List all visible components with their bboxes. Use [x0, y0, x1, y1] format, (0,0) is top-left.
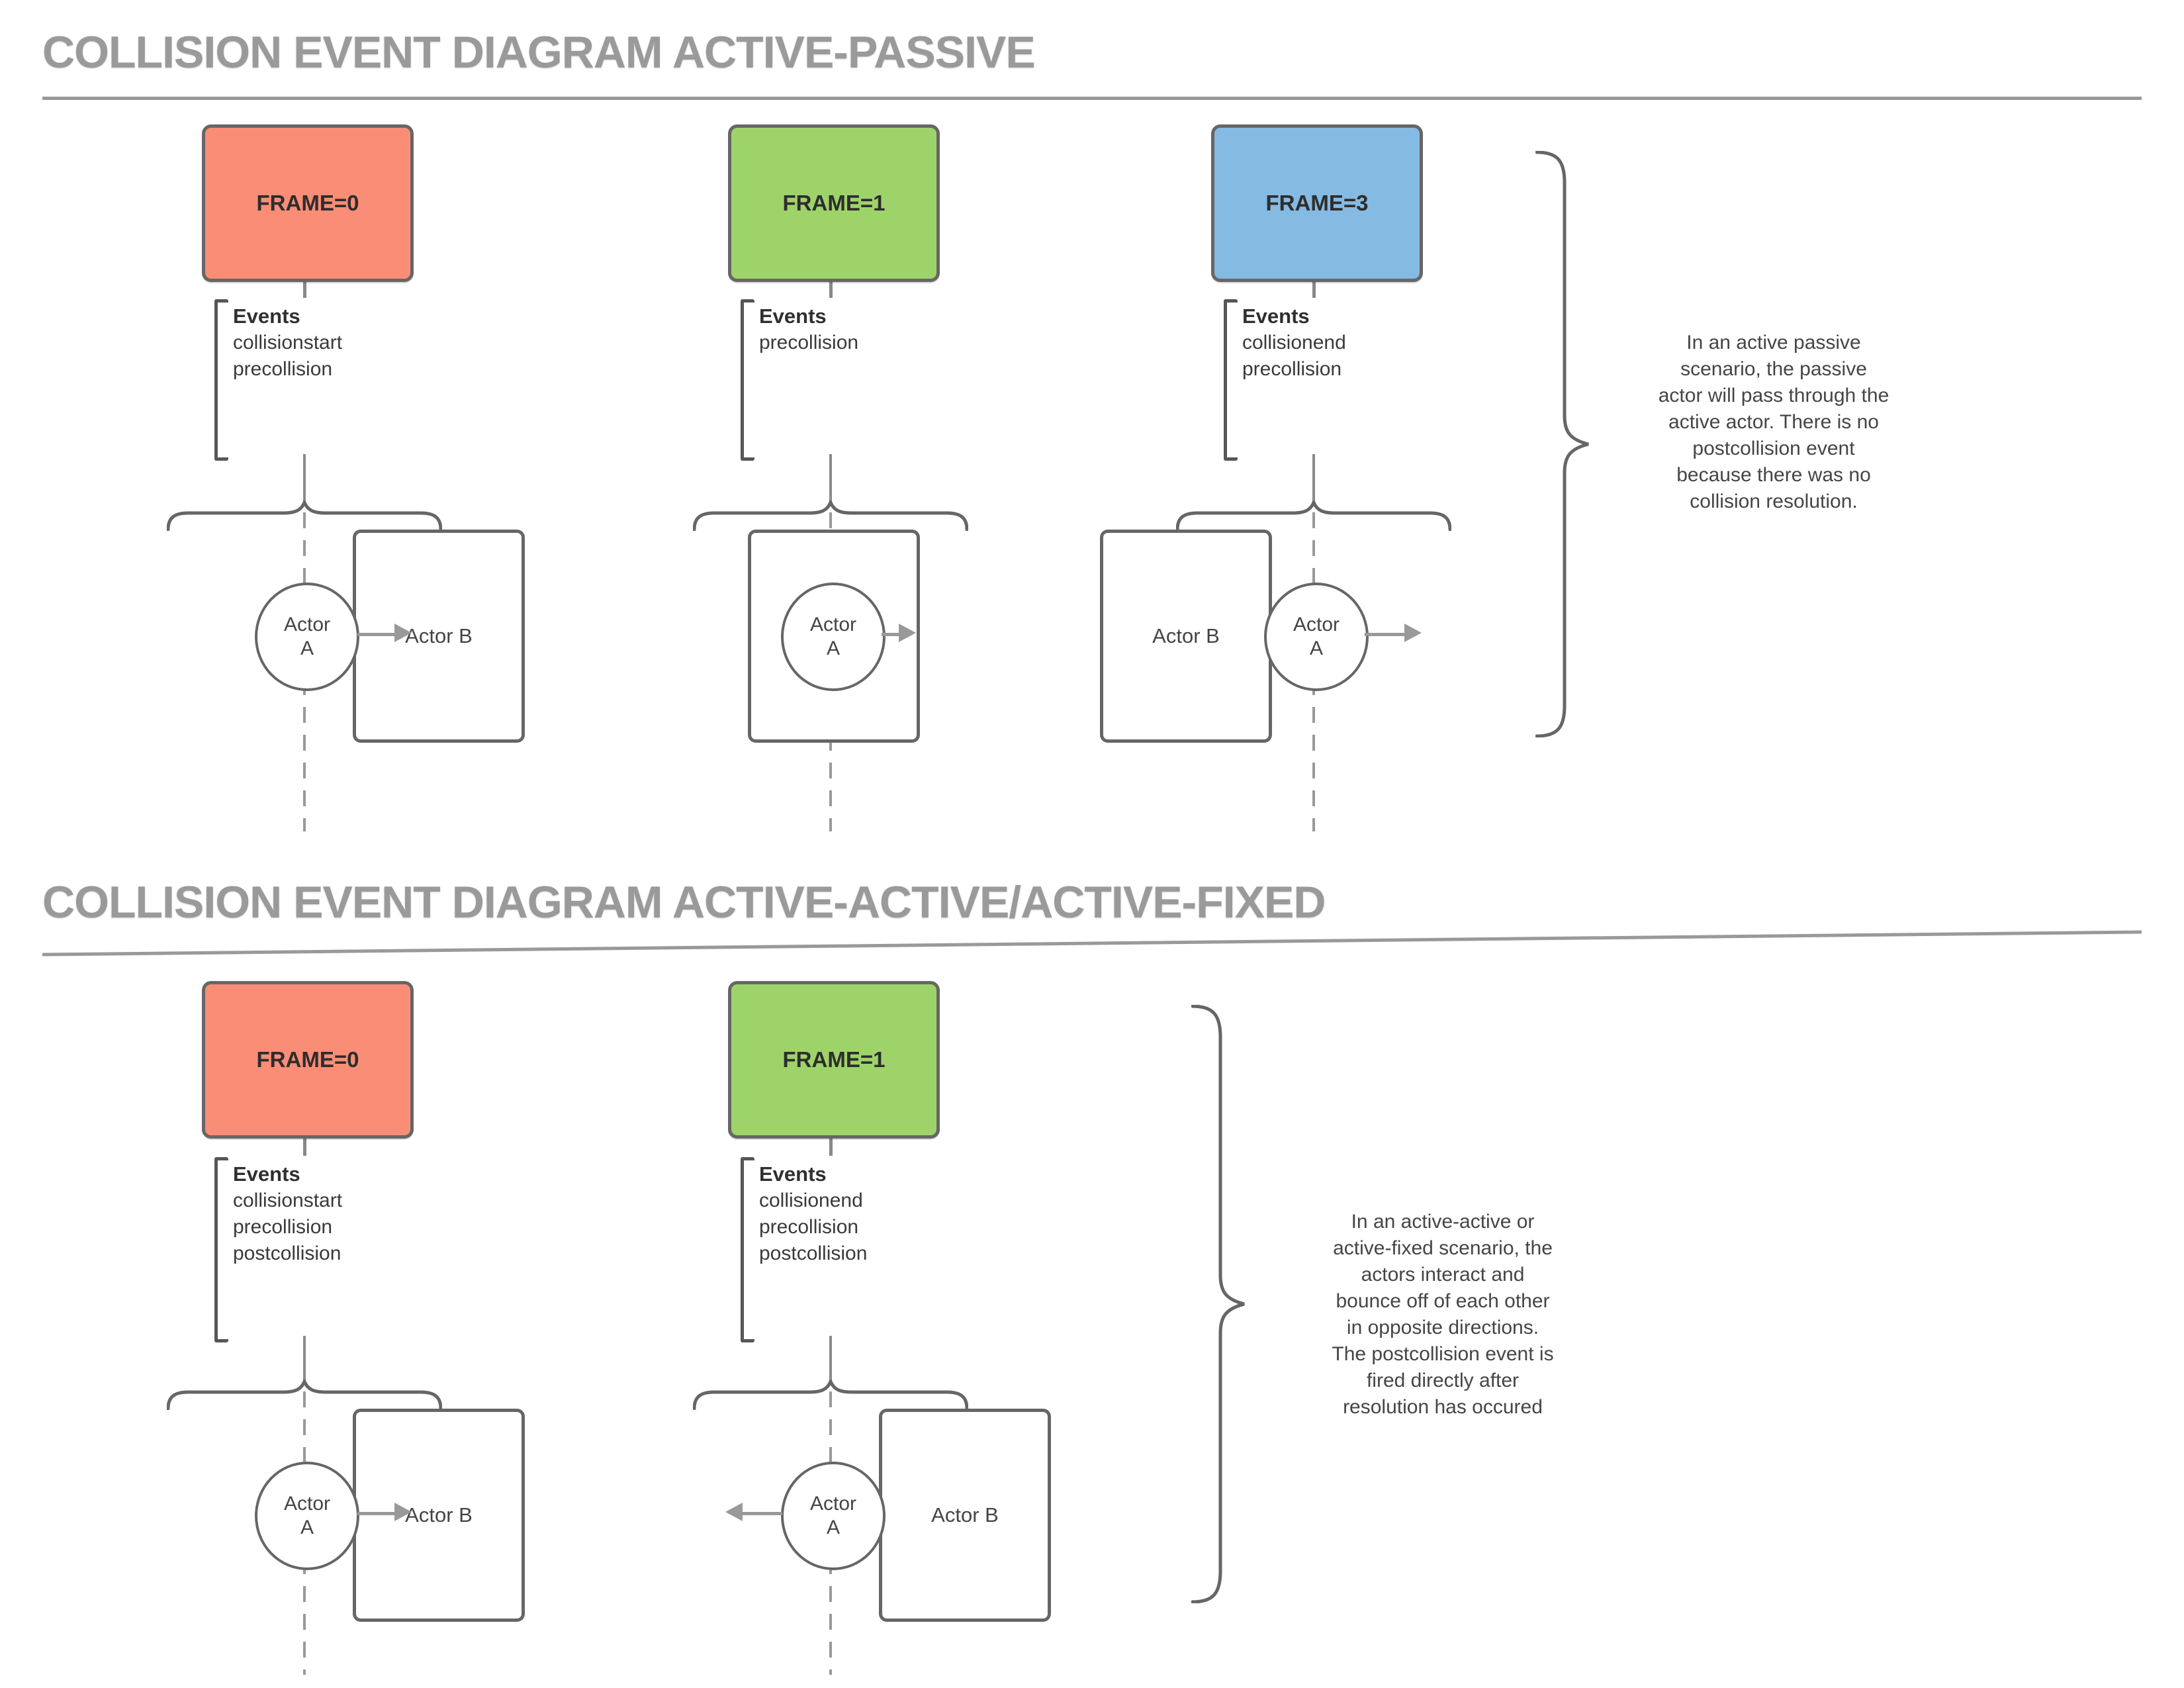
events-items: collisionend precollision: [1242, 332, 1346, 380]
events-items: collisionstart precollision: [233, 332, 343, 380]
events-title: Events: [1242, 305, 1310, 328]
events-bracket: [741, 299, 754, 461]
frame-label: FRAME=3: [1265, 191, 1369, 215]
actor-a-label: Actor A: [283, 614, 331, 659]
actor-b-label: Actor B: [405, 1503, 473, 1526]
curly-brace-horizontal: [693, 1380, 968, 1410]
connector-stub: [829, 1131, 833, 1156]
events-items: collisionend precollision postcollision: [759, 1190, 868, 1264]
events-title: Events: [759, 1162, 827, 1186]
velocity-arrow-line: [743, 1512, 782, 1515]
events-items: collisionstart precollision postcollisio…: [233, 1190, 343, 1264]
actor-a-label: Actor A: [809, 614, 857, 659]
frame-label: FRAME=0: [256, 191, 359, 215]
events-list: Events collisionstart precollision postc…: [233, 1161, 342, 1267]
events-bracket: [214, 1157, 228, 1342]
section2-divider: [42, 930, 2142, 957]
frame-label: FRAME=1: [782, 191, 886, 215]
velocity-arrow-line: [357, 1512, 394, 1515]
actor-a-circle: Actor A: [255, 583, 359, 691]
connector-stub: [829, 274, 833, 298]
curly-brace-vertical: [1535, 151, 1589, 737]
section2-title: COLLISION EVENT DIAGRAM ACTIVE-ACTIVE/AC…: [42, 877, 1326, 927]
actor-a-label: Actor A: [283, 1493, 331, 1538]
actor-a-circle: Actor A: [781, 583, 886, 691]
curly-brace-horizontal: [167, 1380, 442, 1410]
connector-stub: [303, 274, 306, 298]
actor-b-label: Actor B: [931, 1503, 999, 1526]
actor-a-label: Actor A: [809, 1493, 857, 1538]
events-bracket: [214, 299, 228, 461]
curly-brace-horizontal: [693, 500, 968, 531]
frame-box-1: FRAME=1: [728, 124, 940, 282]
actor-b-label: Actor B: [405, 624, 473, 647]
velocity-arrow-line: [1365, 633, 1404, 636]
connector-line: [829, 454, 832, 502]
connector-line: [303, 1336, 306, 1381]
frame-box-0: FRAME=0: [202, 981, 414, 1139]
frame-label: FRAME=1: [782, 1047, 886, 1072]
actor-b-box: Actor B: [353, 1409, 525, 1622]
frame-box-0: FRAME=0: [202, 124, 414, 282]
actor-b-box: Actor B: [1100, 530, 1272, 743]
events-bracket: [741, 1157, 754, 1342]
actor-a-circle: Actor A: [255, 1462, 359, 1570]
section1-title: COLLISION EVENT DIAGRAM ACTIVE-PASSIVE: [42, 27, 1036, 77]
events-title: Events: [233, 1162, 300, 1186]
frame-box-1: FRAME=1: [728, 981, 940, 1139]
actor-a-label: Actor A: [1293, 614, 1340, 659]
curly-brace-horizontal: [167, 500, 442, 531]
actor-b-label: Actor B: [1152, 624, 1220, 647]
curly-brace-vertical: [1191, 1005, 1245, 1603]
actor-a-circle: Actor A: [1264, 583, 1369, 691]
connector-line: [303, 454, 306, 502]
events-title: Events: [233, 305, 300, 328]
velocity-arrow-head: [899, 624, 916, 642]
velocity-arrow-head: [725, 1503, 743, 1521]
events-list: Events collisionend precollision postcol…: [759, 1161, 867, 1267]
velocity-arrow-line: [882, 633, 899, 636]
events-list: Events precollision: [759, 303, 858, 356]
connector-line: [829, 1336, 832, 1381]
annotation-note: In an active passive scenario, the passi…: [1658, 332, 1889, 512]
actor-b-box: Actor B: [353, 530, 525, 743]
section1-divider: [42, 97, 2142, 100]
actor-a-circle: Actor A: [781, 1462, 886, 1570]
frame-label: FRAME=0: [256, 1047, 359, 1072]
annotation-note: In an active-active or active-fixed scen…: [1332, 1211, 1554, 1418]
velocity-arrow-head: [394, 1503, 412, 1521]
curly-brace-horizontal: [1176, 500, 1451, 531]
events-items: precollision: [759, 332, 859, 353]
events-bracket: [1224, 299, 1238, 461]
connector-stub: [303, 1131, 306, 1156]
connector-stub: [1312, 274, 1316, 298]
actor-b-box: Actor B: [879, 1409, 1051, 1622]
velocity-arrow-head: [1404, 624, 1422, 642]
connector-line: [1312, 454, 1315, 502]
frame-box-3: FRAME=3: [1211, 124, 1423, 282]
velocity-arrow-line: [357, 633, 394, 636]
events-title: Events: [759, 305, 827, 328]
velocity-arrow-head: [394, 624, 412, 642]
events-list: Events collisionend precollision: [1242, 303, 1346, 383]
events-list: Events collisionstart precollision: [233, 303, 342, 383]
